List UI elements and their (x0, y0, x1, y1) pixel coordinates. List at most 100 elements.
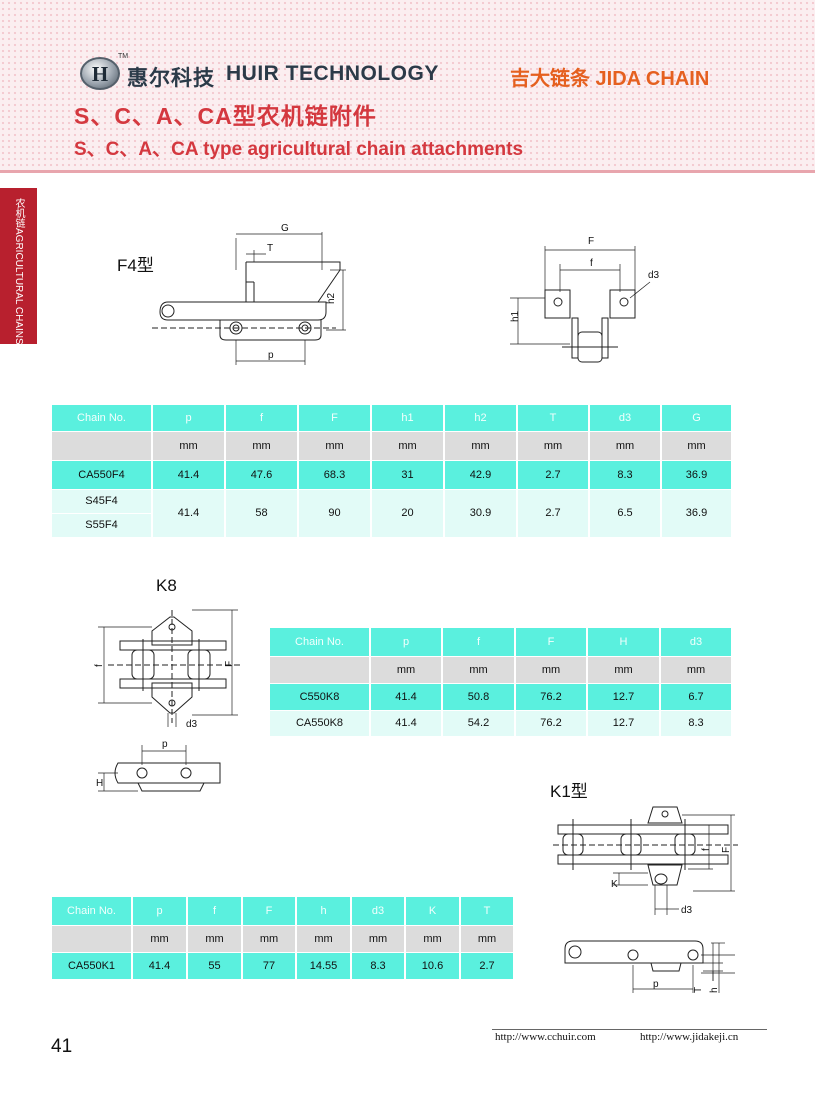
table-row: C550K8 41.4 50.8 76.2 12.7 6.7 (270, 683, 733, 711)
table-cell: 77 (242, 952, 297, 980)
k8-col-H: H (587, 628, 661, 657)
f4-dim-f: f (590, 258, 593, 269)
table-cell: 8.3 (351, 952, 406, 980)
f4-dim-p: p (268, 350, 274, 361)
brand-name-en: HUIR TECHNOLOGY (226, 62, 439, 85)
f4-col-F: F (298, 405, 372, 432)
k8-unit (270, 656, 371, 684)
k8-unit-row: mm mm mm mm mm (270, 656, 733, 684)
k1-unit: mm (405, 925, 461, 953)
table-cell: 20 (371, 489, 445, 538)
f4-unit-row: mm mm mm mm mm mm mm mm (52, 431, 733, 461)
k8-label: K8 (156, 576, 177, 595)
f4-unit: mm (225, 431, 299, 461)
f4-header-row: Chain No. p f F h1 h2 T d3 G (52, 405, 733, 432)
brand-name-cn: 惠尔科技 (127, 67, 215, 90)
f4-front-drawing: F f d3 h1 (510, 236, 660, 363)
f4-unit: mm (298, 431, 372, 461)
table-cell: 47.6 (225, 460, 299, 490)
k1-unit: mm (242, 925, 297, 953)
f4-dim-G: G (281, 223, 289, 234)
k1-header-row: Chain No. p f F h d3 K T (52, 897, 515, 926)
table-cell: 36.9 (661, 489, 733, 538)
table-cell: 76.2 (515, 710, 588, 737)
k8-dim-F: F (224, 661, 235, 667)
jida-chain-brand: 吉大链条 JIDA CHAIN (510, 68, 710, 90)
f4-col-p: p (152, 405, 226, 432)
k8-unit: mm (515, 656, 588, 684)
f4-dim-h2: h2 (326, 292, 337, 304)
table-cell: 8.3 (660, 710, 733, 737)
table-cell: 36.9 (661, 460, 733, 490)
k1-unit: mm (351, 925, 406, 953)
k1-col-p: p (132, 897, 188, 926)
k8-header-row: Chain No. p f F H d3 (270, 628, 733, 657)
table-cell: 14.55 (296, 952, 352, 980)
table-cell: 50.8 (442, 683, 516, 711)
table-cell: 90 (298, 489, 372, 538)
table-cell: 6.5 (589, 489, 662, 538)
table-cell: 41.4 (132, 952, 188, 980)
table-row: S55F4 (52, 513, 732, 538)
k8-col-f: f (442, 628, 516, 657)
f4-unit (52, 431, 153, 461)
f4-dim-T: T (267, 243, 273, 254)
k8-col-F: F (515, 628, 588, 657)
footer-divider (492, 1029, 767, 1030)
header-band (0, 0, 815, 172)
k8-unit: mm (587, 656, 661, 684)
k1-label: K1型 (550, 782, 588, 801)
k1-unit-row: mm mm mm mm mm mm mm (52, 925, 515, 953)
k1-unit: mm (187, 925, 243, 953)
k8-dim-H: H (96, 778, 103, 789)
k8-dim-d3: d3 (186, 719, 198, 730)
cchuir-url-link[interactable]: http://www.cchuir.com (495, 1031, 596, 1043)
table-cell: 12.7 (587, 710, 661, 737)
k8-unit: mm (370, 656, 443, 684)
k8-dim-f: f (94, 664, 105, 667)
table-cell: 30.9 (444, 489, 518, 538)
k1-unit: mm (132, 925, 188, 953)
k1-col-T: T (460, 897, 515, 926)
f4-col-T: T (517, 405, 590, 432)
table-cell: 2.7 (517, 489, 590, 538)
k1-unit: mm (460, 925, 515, 953)
side-section-tab: 农机链AGRICULTURAL CHAINS (0, 188, 37, 345)
k1-dim-p: p (653, 979, 659, 990)
table-cell: S55F4 (52, 513, 153, 538)
f4-col-G: G (661, 405, 733, 432)
table-cell: 6.7 (660, 683, 733, 711)
k1-spec-table: Chain No. p f F h d3 K T mm mm mm mm mm … (52, 897, 515, 980)
k1-col-F: F (242, 897, 297, 926)
k1-col-h: h (296, 897, 352, 926)
table-cell: 76.2 (515, 683, 588, 711)
f4-unit: mm (371, 431, 445, 461)
k1-col-chain: Chain No. (52, 897, 133, 926)
table-cell: 2.7 (517, 460, 590, 490)
jidakeji-url-link[interactable]: http://www.jidakeji.cn (640, 1031, 739, 1043)
table-cell: 2.7 (460, 952, 515, 980)
table-cell: CA550K1 (52, 952, 133, 980)
k1-unit (52, 925, 133, 953)
table-cell: 10.6 (405, 952, 461, 980)
table-row: CA550K1 41.4 55 77 14.55 8.3 10.6 2.7 (52, 952, 515, 980)
table-row: S45F4 41.4 58 90 20 30.9 2.7 6.5 36.9 (52, 489, 733, 538)
table-cell: 12.7 (587, 683, 661, 711)
k8-unit: mm (442, 656, 516, 684)
table-cell: 31 (371, 460, 445, 490)
page-number: 41 (51, 1036, 73, 1057)
table-cell: CA550F4 (52, 460, 153, 490)
f4-unit: mm (152, 431, 226, 461)
f4-unit: mm (589, 431, 662, 461)
f4-col-chain: Chain No. (52, 405, 153, 432)
k1-dim-h: h (709, 987, 720, 993)
table-row: CA550F4 41.4 47.6 68.3 31 42.9 2.7 8.3 3… (52, 460, 733, 490)
table-cell: 55 (187, 952, 243, 980)
k1-col-f: f (187, 897, 243, 926)
table-row: CA550K8 41.4 54.2 76.2 12.7 8.3 (270, 710, 733, 737)
k8-col-p: p (370, 628, 443, 657)
table-cell: 41.4 (152, 460, 226, 490)
table-cell: 41.4 (152, 489, 226, 538)
f4-spec-table: Chain No. p f F h1 h2 T d3 G mm mm mm mm… (52, 405, 733, 538)
f4-dim-d3: d3 (648, 270, 660, 281)
